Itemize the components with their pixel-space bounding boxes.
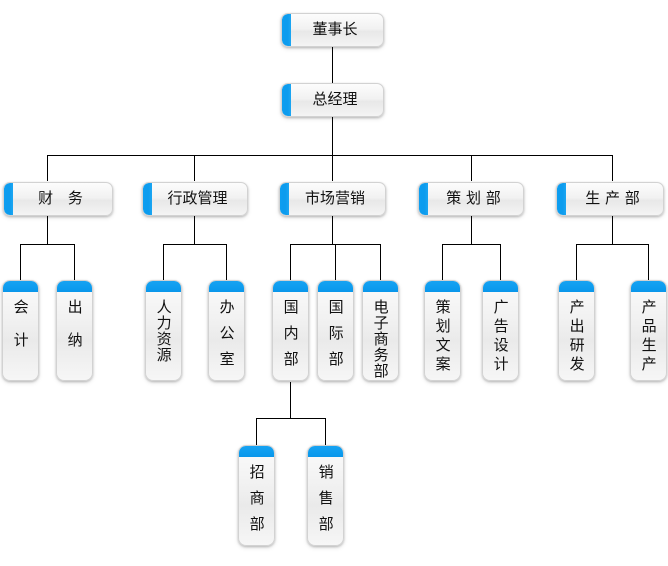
node-manufacturing[interactable]: 产品生产 [630, 280, 667, 381]
connector-planning-bus [442, 244, 500, 245]
accent-bar-icon [57, 281, 92, 292]
node-accounting[interactable]: 会计 [2, 280, 39, 381]
connector-drop-rnd [576, 244, 577, 280]
node-marketing[interactable]: 市场营销 [279, 182, 386, 216]
connector-drop-international [335, 244, 336, 280]
connector-drop-admin [194, 155, 195, 181]
node-label: 电子商务部 [371, 299, 390, 379]
node-planning[interactable]: 策 划 部 [418, 182, 524, 216]
accent-bar-icon [282, 84, 291, 116]
node-research-development[interactable]: 产出研发 [558, 280, 595, 381]
accent-bar-icon [318, 281, 353, 292]
accent-bar-icon [143, 183, 152, 215]
node-investment-department[interactable]: 招商部 [238, 445, 275, 546]
node-label: 招商部 [247, 464, 266, 542]
accent-bar-icon [4, 183, 13, 215]
node-planning-copywriting[interactable]: 策划文案 [424, 280, 461, 381]
connector-level2-bus [47, 155, 613, 156]
accent-bar-icon [282, 14, 291, 46]
node-label: 产品生产 [639, 299, 658, 375]
connector-marketing-stem [332, 216, 333, 244]
node-chairman[interactable]: 董事长 [281, 13, 384, 47]
connector-drop-production [612, 155, 613, 181]
connector-drop-finance [47, 155, 48, 181]
node-label: 财 务 [38, 189, 88, 207]
accent-bar-icon [273, 281, 308, 292]
node-advertising-design[interactable]: 广告设计 [482, 280, 519, 381]
node-general-manager[interactable]: 总经理 [281, 83, 384, 117]
connector-finance-stem [47, 216, 48, 244]
connector-drop-ecommerce [380, 244, 381, 280]
accent-bar-icon [557, 183, 566, 215]
connector-drop-sales [325, 418, 326, 445]
accent-bar-icon [483, 281, 518, 292]
connector-domestic-bus [256, 418, 325, 419]
connector-domestic-stem [290, 382, 291, 418]
node-label: 策 划 部 [446, 189, 501, 207]
node-label: 生 产 部 [585, 189, 640, 207]
node-label: 市场营销 [304, 189, 365, 207]
node-label: 行政管理 [167, 189, 228, 207]
connector-chairman-to-gm [332, 47, 333, 85]
connector-drop-hr [163, 244, 164, 280]
accent-bar-icon [3, 281, 38, 292]
accent-bar-icon [280, 183, 289, 215]
node-administration[interactable]: 行政管理 [142, 182, 248, 216]
accent-bar-icon [239, 446, 274, 457]
connector-drop-office [226, 244, 227, 280]
node-label: 国内部 [281, 299, 300, 377]
node-label: 广告设计 [491, 299, 510, 375]
connector-drop-adesign [500, 244, 501, 280]
connector-drop-accounting [20, 244, 21, 280]
accent-bar-icon [425, 281, 460, 292]
connector-planning-stem [471, 216, 472, 244]
node-label: 会计 [11, 299, 30, 365]
accent-bar-icon [419, 183, 428, 215]
connector-finance-bus [20, 244, 74, 245]
node-ecommerce-department[interactable]: 电子商务部 [362, 280, 399, 381]
node-office[interactable]: 办公室 [208, 280, 245, 381]
accent-bar-icon [559, 281, 594, 292]
accent-bar-icon [209, 281, 244, 292]
node-label: 国际部 [326, 299, 345, 377]
node-international-department[interactable]: 国际部 [317, 280, 354, 381]
node-label: 产出研发 [567, 299, 586, 375]
node-label: 出纳 [65, 299, 84, 365]
node-label: 人力资源 [154, 299, 173, 363]
node-label: 办公室 [217, 299, 236, 377]
connector-drop-manufacturing [648, 244, 649, 280]
connector-admin-stem [194, 216, 195, 244]
node-cashier[interactable]: 出纳 [56, 280, 93, 381]
connector-admin-bus [163, 244, 226, 245]
connector-drop-copywriting [442, 244, 443, 280]
node-finance[interactable]: 财 务 [3, 182, 113, 216]
accent-bar-icon [631, 281, 666, 292]
connector-drop-domestic [290, 244, 291, 280]
connector-production-stem [612, 216, 613, 244]
connector-gm-stem [332, 117, 333, 155]
node-label: 董事长 [312, 20, 358, 38]
connector-drop-planning [471, 155, 472, 181]
accent-bar-icon [146, 281, 181, 292]
connector-drop-marketing [332, 155, 333, 181]
node-sales-department[interactable]: 销售部 [307, 445, 344, 546]
connector-drop-cashier [74, 244, 75, 280]
node-label: 策划文案 [433, 299, 452, 375]
connector-production-bus [576, 244, 648, 245]
accent-bar-icon [363, 281, 398, 292]
node-domestic-department[interactable]: 国内部 [272, 280, 309, 381]
node-label: 销售部 [316, 464, 335, 542]
accent-bar-icon [308, 446, 343, 457]
node-production[interactable]: 生 产 部 [556, 182, 664, 216]
node-label: 总经理 [312, 90, 358, 108]
connector-drop-investment [256, 418, 257, 445]
node-human-resources[interactable]: 人力资源 [145, 280, 182, 381]
